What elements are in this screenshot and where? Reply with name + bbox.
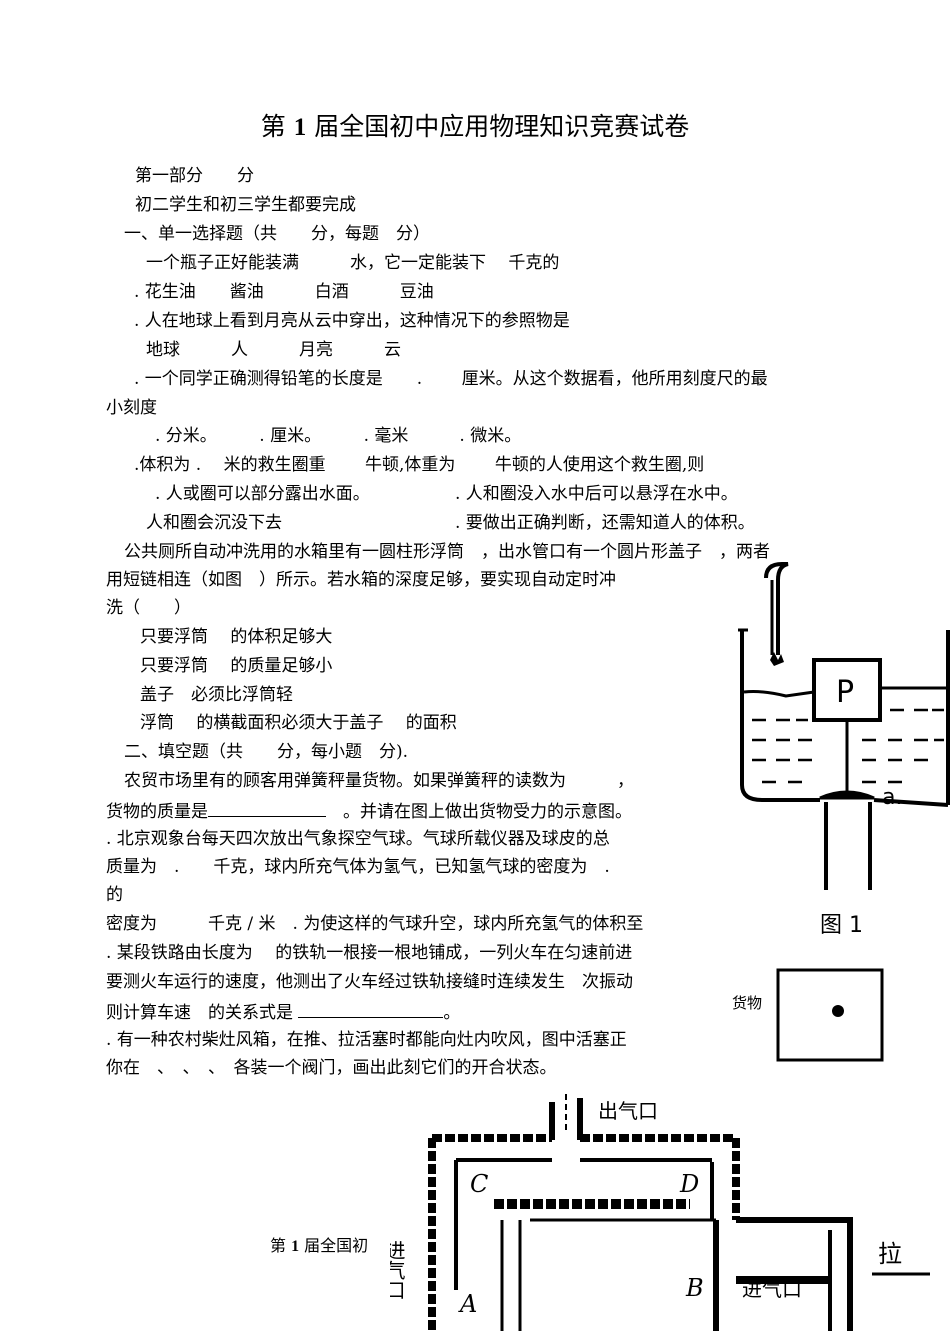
fill-4: . 有一种农村柴灶风箱，在推、拉活塞时都能向灶内吹风，图中活塞正: [106, 1030, 627, 1050]
goods-figure: 货物: [732, 968, 884, 1062]
question-4-option-c: 人和圈会沉没下去: [146, 513, 282, 533]
figure-1-caption: 图 1: [820, 913, 863, 938]
valve-d-label: D: [679, 1170, 699, 1198]
question-1: 一个瓶子正好能装满 水，它一定能装下 千克的: [146, 253, 560, 273]
fill-2-line2: 质量为 . 千克，球内所充气体为氢气，已知氢气球的密度为 .: [106, 857, 610, 877]
question-5-option-3: 盖子 必须比浮筒轻: [140, 685, 293, 705]
question-5-answer: 洗（ ）: [106, 598, 191, 618]
fill-3: . 某段铁路由长度为 的铁轨一根接一根地铺成，一列火车在匀速前进: [106, 943, 633, 963]
section2-heading: 二、填空题（共 分，每小题 分).: [124, 742, 409, 762]
inlet-right-label: 进气口: [742, 1277, 802, 1301]
bellows-figure: 出气口 C D B 进气口 A 进气口 拉: [390, 1094, 930, 1331]
fill-2-line3: 的: [106, 885, 123, 905]
fill-2-line4: 密度为 千克 / 米 . 为使这样的气球升空，球内所充氢气的体积至: [106, 914, 644, 934]
question-3: . 一个同学正确测得铅笔的长度是 . 厘米。从这个数据看，他所用刻度尺的最: [134, 369, 768, 389]
fill-1-cont: 货物的质量是 。并请在图上做出货物受力的示意图。: [106, 800, 632, 822]
lid-label: a.: [882, 785, 902, 810]
goods-label: 货物: [732, 994, 762, 1012]
page-footer: 第 1 届全国初: [270, 1236, 369, 1255]
question-4: .体积为 . 米的救生圈重 牛顿,体重为 牛顿的人使用这个救生圈,则: [134, 455, 705, 475]
question-5-cont: 用短链相连（如图 ）所示。若水箱的深度足够，要实现自动定时冲: [106, 570, 616, 590]
question-3-cont: 小刻度: [106, 398, 157, 418]
question-3-options: . 分米。 . 厘米。 . 毫米 . 微米。: [155, 426, 522, 446]
inlet-left-label: 进气口: [390, 1240, 406, 1300]
question-2: . 人在地球上看到月亮从云中穿出，这种情况下的参照物是: [134, 311, 570, 331]
fill-3-line2: 要测火车运行的速度，他测出了火车经过铁轨接缝时连续发生 次振动: [106, 972, 633, 992]
question-5-option-2: 只要浮筒 的质量足够小: [140, 656, 333, 676]
fill-4-line2: 你在 、 、 、 各装一个阀门，画出此刻它们的开合状态。: [106, 1058, 557, 1078]
answer-blank: [298, 1001, 444, 1018]
outlet-label: 出气口: [598, 1099, 658, 1123]
fill-1: 农贸市场里有的顾客用弹簧秤量货物。如果弹簧秤的读数为 ，: [124, 771, 634, 791]
page-title: 第 1 届全国初中应用物理知识竞赛试卷: [260, 112, 690, 141]
part1-note: 初二学生和初三学生都要完成: [135, 195, 356, 215]
question-2-options: 地球 人 月亮 云: [146, 340, 401, 360]
fill-2: . 北京观象台每天四次放出气象探空气球。气球所载仪器及球皮的总: [106, 829, 610, 849]
valve-b-label: B: [685, 1274, 704, 1302]
question-4-option-b: . 人和圈没入水中后可以悬浮在水中。: [455, 484, 738, 504]
goods-dot: [832, 1005, 844, 1017]
section1-heading: 一、单一选择题（共 分，每题 分）: [124, 224, 430, 244]
answer-blank: [208, 800, 326, 817]
valve-c-label: C: [470, 1170, 488, 1198]
question-4-option-d: . 要做出正确判断，还需知道人的体积。: [455, 513, 755, 533]
float-label: P: [836, 675, 854, 710]
fill-3-line3: 则计算车速 的关系式是 。: [106, 1001, 461, 1023]
question-5-option-4: 浮筒 的横截面积必须大于盖子 的面积: [140, 713, 457, 733]
question-5-option-1: 只要浮筒 的体积足够大: [140, 627, 333, 647]
question-5: 公共厕所自动冲洗用的水箱里有一圆柱形浮筒 ，出水管口有一个圆片形盖子 ，两者: [124, 542, 770, 562]
question-4-option-a: . 人或圈可以部分露出水面。: [155, 484, 370, 504]
question-1-options: . 花生油 酱油 白酒 豆油: [134, 282, 434, 302]
valve-a-label: A: [458, 1290, 477, 1318]
part1-heading: 第一部分 分: [135, 166, 254, 186]
water-tank-figure: P a. 图 1: [738, 562, 950, 938]
pull-label: 拉: [878, 1240, 902, 1268]
